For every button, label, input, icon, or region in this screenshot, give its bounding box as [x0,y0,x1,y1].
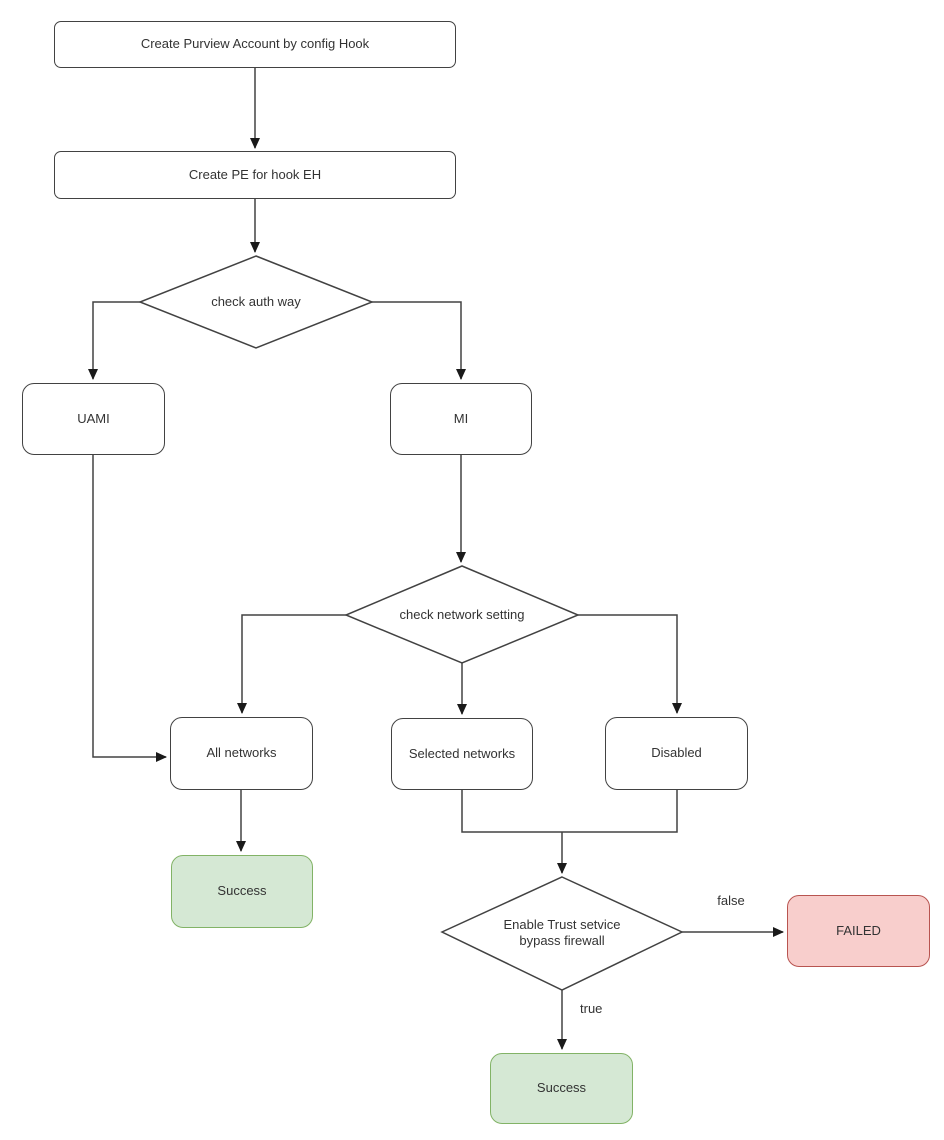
node-failed: FAILED [787,895,930,967]
node-mi: MI [390,383,532,455]
edge-check-network-to-disabled [578,614,682,714]
node-selected-networks: Selected networks [391,718,533,790]
node-all-networks: All networks [170,717,313,790]
decision-check-auth-shape [137,255,375,349]
edge-disabled-merge [562,790,678,833]
edge-check-network-to-all-networks [237,614,346,714]
edge-label-false: false [705,893,757,908]
node-success-all-networks: Success [171,855,313,928]
node-disabled-label: Disabled [651,745,702,761]
node-failed-label: FAILED [836,922,881,938]
decision-check-network-label: check network setting [399,607,525,622]
node-selected-networks-label: Selected networks [408,745,516,761]
node-create-pe: Create PE for hook EH [54,151,456,199]
node-create-purview-account: Create Purview Account by config Hook [54,21,456,68]
node-all-networks-label: All networks [206,745,277,761]
node-disabled: Disabled [605,717,748,790]
decision-check-auth-label: check auth way [211,294,301,309]
node-uami-label: UAMI [77,410,110,426]
node-success-all-networks-label: Success [217,883,267,899]
node-success-trust: Success [490,1053,633,1124]
edge-label-true: true [578,1001,605,1016]
node-uami: UAMI [22,383,165,455]
node-create-purview-account-label: Create Purview Account by config Hook [140,36,370,52]
decision-trust-service-label: Enable Trust setvice bypass firewall [503,917,621,949]
node-mi-label: MI [453,410,469,426]
decision-trust-service-shape [440,876,684,991]
edge-check-auth-to-uami [88,301,140,380]
edge-uami-to-all-networks [92,455,167,762]
edge-check-auth-to-mi [372,301,466,380]
decision-check-network-shape [344,565,580,664]
node-success-trust-label: Success [536,1080,587,1096]
edge-selected-networks-merge [461,790,562,833]
node-create-pe-label: Create PE for hook EH [188,166,322,182]
